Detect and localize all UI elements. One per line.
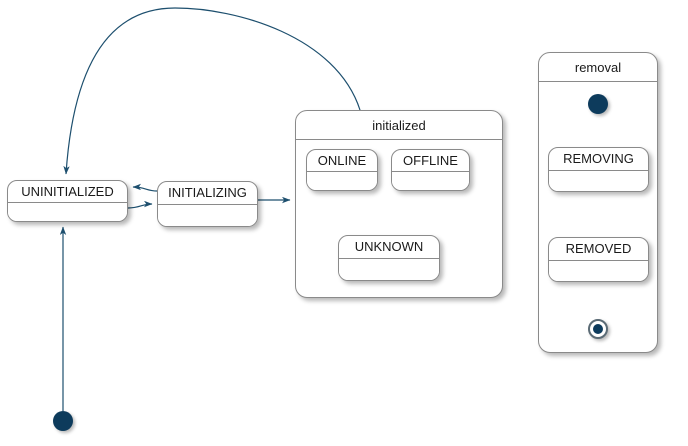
composite-state-removal-title: removal bbox=[539, 53, 657, 82]
state-offline-label: OFFLINE bbox=[392, 150, 469, 172]
final-state-removal bbox=[588, 319, 608, 339]
state-removing-label: REMOVING bbox=[549, 148, 648, 171]
state-removed[interactable]: REMOVED bbox=[548, 237, 649, 282]
state-initializing-body bbox=[158, 205, 257, 226]
composite-state-initialized-title: initialized bbox=[296, 111, 502, 140]
state-offline-body bbox=[392, 172, 469, 190]
state-online-label: ONLINE bbox=[307, 150, 377, 172]
state-removed-label: REMOVED bbox=[549, 238, 648, 261]
state-online-body bbox=[307, 172, 377, 190]
transition-uninitialized-to-initializing bbox=[127, 200, 153, 209]
state-online[interactable]: ONLINE bbox=[306, 149, 378, 191]
state-removed-body bbox=[549, 261, 648, 281]
final-state-inner-dot bbox=[593, 324, 603, 334]
initial-state-root bbox=[53, 411, 73, 431]
state-removing-body bbox=[549, 171, 648, 191]
state-offline[interactable]: OFFLINE bbox=[391, 149, 470, 191]
state-uninitialized-body bbox=[8, 203, 127, 221]
state-removing[interactable]: REMOVING bbox=[548, 147, 649, 192]
state-initializing-label: INITIALIZING bbox=[158, 182, 257, 205]
state-initializing[interactable]: INITIALIZING bbox=[157, 181, 258, 227]
state-uninitialized-label: UNINITIALIZED bbox=[8, 181, 127, 203]
state-unknown[interactable]: UNKNOWN bbox=[338, 235, 440, 281]
transition-initializing-to-uninitialized bbox=[132, 183, 158, 192]
state-unknown-body bbox=[339, 259, 439, 280]
state-unknown-label: UNKNOWN bbox=[339, 236, 439, 259]
initial-state-removal bbox=[588, 94, 608, 114]
state-uninitialized[interactable]: UNINITIALIZED bbox=[7, 180, 128, 222]
